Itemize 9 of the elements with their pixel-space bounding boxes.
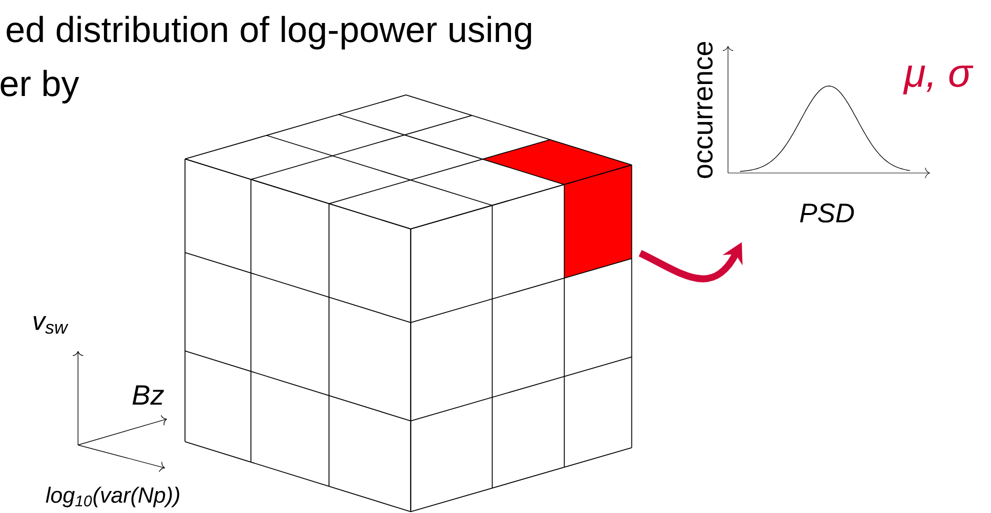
parameter-label: μ, σ — [903, 66, 974, 94]
axis-label: log$_{10}$(var(Np)) — [46, 486, 180, 508]
heading-text: ed distribution of log-power using — [6, 16, 532, 50]
axis-label: PSD — [800, 203, 854, 223]
heading-text: er by — [0, 70, 80, 104]
axis-label: occurrence — [697, 42, 713, 178]
axis-label: Bz — [132, 385, 164, 405]
highlighted-cell — [482, 140, 632, 278]
axis-label: v$_{sw}$ — [34, 316, 68, 334]
